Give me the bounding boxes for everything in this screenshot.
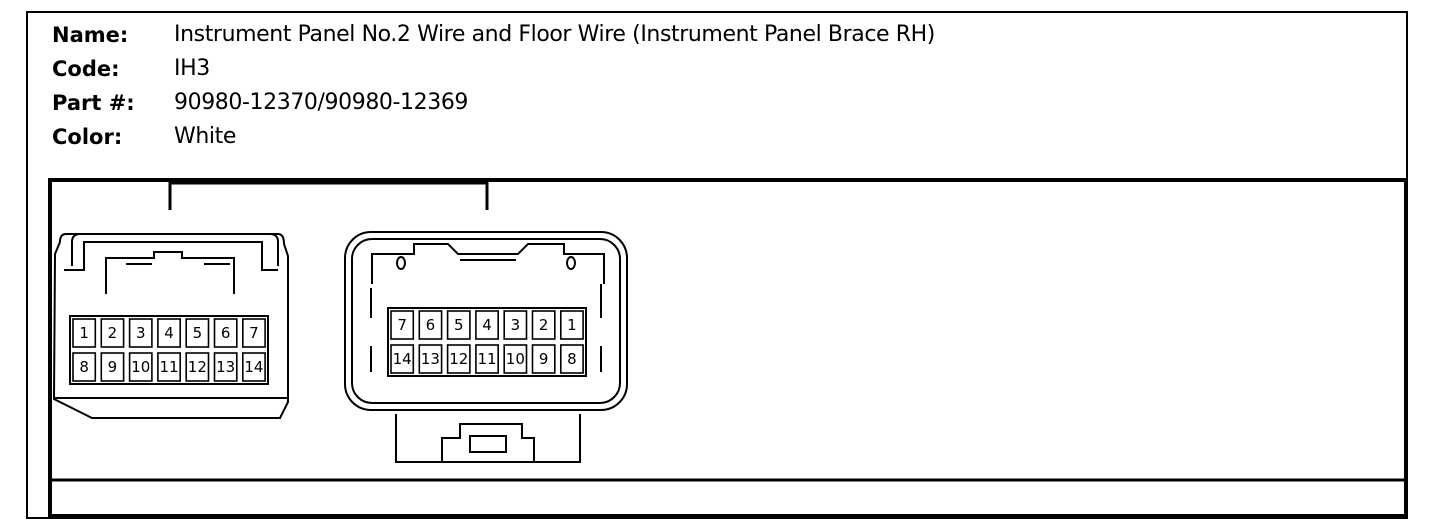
color-row: Color: White [52,120,935,154]
connector-left-pin-cell [185,318,210,348]
connector-left-pin-cell [100,318,125,348]
connector-right-pin-cell [531,310,556,340]
connector-right-pin-cell [559,344,584,374]
connector-right-pin-label: 12 [449,350,468,368]
connector-right-pin-label: 1 [567,316,577,334]
connector-right-hole-right [566,256,576,270]
connector-right-pin-label: 6 [426,316,436,334]
connector-left-pin-cell [72,352,97,382]
color-value: White [174,124,236,149]
connector-left-pin-cell [213,352,238,382]
connector-right-pin-cell [475,310,499,340]
connector-right-pin-label: 7 [397,316,407,334]
connector-right-pin-cell [503,344,528,374]
connector-left-pin-label: 14 [244,358,263,376]
part-value: 90980-12370/90980-12369 [174,90,469,115]
connector-right-pin-cell [446,344,471,374]
connector-left-shoulders [71,233,279,266]
connector-left [52,233,289,419]
name-label: Name: [52,23,129,47]
connector-right-pin-label: 2 [539,316,549,334]
connector-left-pin-cell [72,318,97,348]
connector-left-pin-label: 5 [193,324,203,342]
connector-right-tab-lock [469,435,507,453]
connector-left-pin-label: 10 [131,358,150,376]
connector-left-pin-grid [69,315,269,385]
connector-right-pin-label: 3 [511,316,521,334]
connector-right-pin-label: 11 [478,350,497,368]
connector-left-pin-cell [128,352,153,382]
connector-left-pin-label: 3 [136,324,146,342]
connector-right-housing [344,231,628,411]
connector-left-latch-frame [64,241,278,271]
connector-left-pin-cell [157,318,182,348]
code-row: Code: IH3 [52,52,935,86]
connector-right-pin-label: 9 [539,350,549,368]
code-label: Code: [52,57,120,81]
connector-right-tab-housing [395,414,581,463]
part-row: Part #: 90980-12370/90980-12369 [52,86,935,120]
connector-left-pin-cell [100,352,125,382]
connector-left-pin-label: 7 [249,324,259,342]
name-row: Name: Instrument Panel No.2 Wire and Flo… [52,18,935,52]
connector-left-pin-label: 6 [221,324,231,342]
connector-right-pin-cell [475,344,499,374]
connector-left-housing [52,233,289,419]
connector-left-pin-cell [242,318,266,348]
connector-left-pin-label: 12 [188,358,207,376]
connector-left-pin-cell [157,352,182,382]
connector-left-pin-cell [242,352,266,382]
connector-right-pin-label: 5 [454,316,464,334]
connector-pair-bracket [168,181,489,210]
connector-right [344,231,628,463]
connector-right-pin-cell [418,310,443,340]
part-label: Part #: [52,91,135,115]
color-label: Color: [52,125,123,149]
connector-info: Name: Instrument Panel No.2 Wire and Flo… [52,18,935,154]
connector-right-pin-cell [559,310,584,340]
connector-left-pin-cell [185,352,210,382]
name-value: Instrument Panel No.2 Wire and Floor Wir… [174,22,935,47]
connector-right-pin-cell [418,344,443,374]
connector-right-pin-label: 14 [393,350,412,368]
connector-right-pin-label: 13 [421,350,440,368]
connector-right-pin-cell [503,310,528,340]
connector-left-pin-cell [213,318,238,348]
connector-right-hole-left [396,256,406,270]
connector-right-pin-cell [446,310,471,340]
connector-right-pin-cell [390,310,415,340]
connector-right-pin-grid [387,307,587,377]
connector-left-pin-label: 1 [79,324,89,342]
connector-right-pin-label: 8 [567,350,577,368]
connector-left-pin-label: 13 [216,358,235,376]
connector-left-latch [105,251,235,294]
connector-right-pin-cell [390,344,415,374]
connector-left-pin-label: 4 [164,324,174,342]
connector-left-pin-label: 11 [160,358,179,376]
connector-left-pin-label: 2 [108,324,118,342]
connector-left-pin-label: 8 [79,358,89,376]
connector-right-pin-cell [531,344,556,374]
diagram-panel-border [48,178,1408,518]
code-value: IH3 [174,56,210,81]
connector-right-latch-frame [371,243,605,284]
connector-left-pin-label: 9 [108,358,118,376]
connector-right-pin-label: 10 [506,350,525,368]
connector-left-pin-cell [128,318,153,348]
connector-right-pin-label: 4 [482,316,492,334]
connector-right-tab [441,423,535,462]
connector-right-inner-housing [351,238,621,404]
